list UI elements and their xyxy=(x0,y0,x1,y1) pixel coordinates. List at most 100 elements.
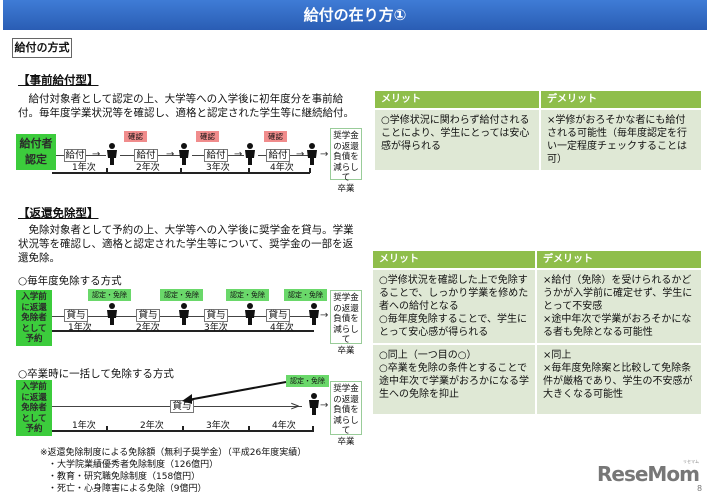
student-icon xyxy=(106,143,118,165)
start-box-line: 予約 xyxy=(25,424,43,434)
year-label: 1年次 xyxy=(68,323,92,333)
annual-method-heading: ○毎年度免除する方式 xyxy=(18,275,122,287)
arrow-icon: → xyxy=(166,149,175,160)
step-label: 貸与 xyxy=(266,309,290,322)
year-label: 3年次 xyxy=(204,323,228,333)
step-label: 給付 xyxy=(134,149,158,162)
year-label: 4年次 xyxy=(272,421,296,431)
end-box-line: 負債を xyxy=(333,152,359,162)
arrow-icon: → xyxy=(296,149,305,160)
exemption-merit-table: メリット デメリット ○学修状況を確認した上で免除することで、しっかり学業を修め… xyxy=(373,251,703,414)
end-box-line: 負債を xyxy=(333,314,359,324)
start-box-line: に返還 xyxy=(21,392,47,403)
end-box-line: 卒業 xyxy=(337,183,355,194)
student-icon xyxy=(178,143,190,165)
end-box-advance: 奨学金 の返還 負債を 減らして 卒業 xyxy=(330,128,362,194)
step-label: 貸与 xyxy=(204,309,228,322)
start-box-graduation: 入学前 に返還 免除者 として 予約 xyxy=(16,380,52,436)
student-icon xyxy=(244,303,256,325)
year-label: 3年次 xyxy=(206,163,230,173)
end-box-line: 奨学金 xyxy=(333,384,359,394)
demerit-header: デメリット xyxy=(536,251,703,269)
table-row: ○学修状況に関わらず給付されることにより、学生にとっては安心感が得られる ×学修… xyxy=(375,108,703,170)
step-label: 給付 xyxy=(64,149,86,162)
section-heading-exemption: 【返還免除型】 xyxy=(18,206,99,220)
arrow-icon: → xyxy=(234,149,243,160)
end-box-line: 卒業 xyxy=(337,345,355,356)
advance-merit-table: メリット デメリット ○学修状況に関わらず給付されることにより、学生にとっては安… xyxy=(375,91,703,170)
confirm-tag: 確認 xyxy=(124,131,147,142)
end-box-line: 奨学金 xyxy=(333,293,359,303)
start-box-line: 認定 xyxy=(25,153,47,166)
step-label: 給付 xyxy=(204,149,228,162)
year-label: 2年次 xyxy=(140,421,164,431)
step-label: 貸与 xyxy=(170,400,194,413)
page-number: 8 xyxy=(697,484,703,493)
start-box-line: として xyxy=(21,323,47,334)
start-box-line: として xyxy=(21,413,47,424)
student-icon xyxy=(306,143,318,165)
merit-cell: ○学修状況を確認した上で免除することで、しっかり学業を修めた者への給付となる ○… xyxy=(373,268,537,344)
end-box-line: 減らして xyxy=(333,324,359,346)
end-box-line: の返還 xyxy=(333,303,359,314)
start-box-line: 入学前 xyxy=(21,382,47,392)
approve-tag: 認定・免除 xyxy=(88,289,131,301)
demerit-cell: ×同上 ×毎年度免除案と比較して免除条件が厳格であり、学生の不安感が大きくなる可… xyxy=(536,343,703,414)
student-icon xyxy=(106,303,118,325)
year-label: 4年次 xyxy=(270,323,294,333)
method-label: 給付の方式 xyxy=(12,38,72,58)
year-label: 3年次 xyxy=(206,421,230,431)
end-box-line: の返還 xyxy=(333,394,359,405)
demerit-cell: ×給付（免除）を受けられるかどうかが入学前に確定せず、学生にとって不安感 ×途中… xyxy=(536,268,703,344)
year-label: 1年次 xyxy=(72,421,96,431)
confirm-tag: 確認 xyxy=(196,131,219,142)
end-box-line: 負債を xyxy=(333,405,359,415)
resemom-logo: ReseMom xyxy=(597,462,700,486)
section-desc-exemption: 免除対象者として予約の上、大学等への入学後に奨学金を貸与。学業状況等を確認し、適… xyxy=(18,224,354,264)
year-label: 1年次 xyxy=(72,163,96,173)
demerit-cell: ×学修がおろそかな者にも給付される可能性（毎年度認定を行い一定程度チェックするこ… xyxy=(540,108,703,170)
arrow-icon: > xyxy=(290,399,301,413)
end-box-line: の返還 xyxy=(333,141,359,152)
section-desc-advance: 給付対象者として認定の上、大学等への入学後に初年度分を事前給付。毎年度学業状況等… xyxy=(18,93,354,119)
logo-kana: リセマム xyxy=(683,459,699,464)
notes-item: ・教育・研究職免除制度（158億円） xyxy=(48,472,201,482)
approve-tag: 認定・免除 xyxy=(284,289,327,301)
year-label: 2年次 xyxy=(136,323,160,333)
student-icon xyxy=(308,303,320,325)
confirm-tag: 確認 xyxy=(264,131,287,142)
approve-tag: 認定・免除 xyxy=(226,289,269,301)
demerit-header: デメリット xyxy=(540,91,703,109)
arrow-icon: → xyxy=(320,310,329,321)
step-label: 貸与 xyxy=(64,309,88,322)
year-label: 4年次 xyxy=(270,163,294,173)
approve-arrow-icon xyxy=(182,381,287,404)
step-label: 給付 xyxy=(266,149,290,162)
start-box-line: に返還 xyxy=(21,302,47,313)
arrow-icon: → xyxy=(92,149,101,160)
start-box-line: 免除者 xyxy=(21,313,47,323)
notes-title: ※返還免除制度による免除額（無利子奨学金）（平成26年度実績） xyxy=(40,448,307,458)
start-box-line: 予約 xyxy=(25,334,43,344)
student-icon xyxy=(178,303,190,325)
approve-tag: 認定・免除 xyxy=(160,289,203,301)
end-box-line: 減らして xyxy=(333,162,359,184)
end-box-line: 奨学金 xyxy=(333,131,359,141)
arrow-icon: → xyxy=(320,149,329,160)
end-box-graduation: 奨学金 の返還 負債を 減らして 卒業 xyxy=(330,381,362,447)
notes-item: ・大学院業績優秀者免除制度（126億円） xyxy=(48,460,219,470)
arrow-icon: → xyxy=(320,400,329,411)
merit-cell: ○同上（一つ目の○） ○卒業を免除の条件とすることで途中年次で学業がおろかになる… xyxy=(373,343,537,414)
start-box-line: 免除者 xyxy=(21,403,47,413)
start-box-annual: 入学前 に返還 免除者 として 予約 xyxy=(16,290,52,346)
merit-cell: ○学修状況に関わらず給付されることにより、学生にとっては安心感が得られる xyxy=(375,108,541,170)
year-label: 2年次 xyxy=(136,163,160,173)
end-box-line: 卒業 xyxy=(337,436,355,447)
step-label: 貸与 xyxy=(136,309,160,322)
merit-header: メリット xyxy=(373,251,537,269)
start-box-line: 給付者 xyxy=(19,137,53,150)
approve-tag: 認定・免除 xyxy=(286,375,329,387)
notes-item: ・死亡・心身障害による免除（9億円） xyxy=(48,484,207,494)
page-title: 給付の在り方① xyxy=(3,0,707,30)
section-heading-advance: 【事前給付型】 xyxy=(18,73,99,87)
